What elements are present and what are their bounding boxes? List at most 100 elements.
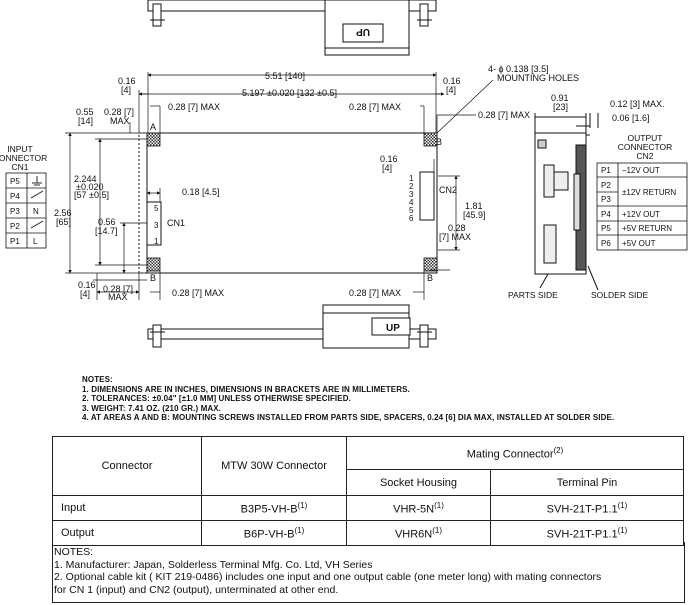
svg-text:–12V OUT: –12V OUT [622, 166, 660, 175]
input-connector-table [5, 172, 47, 249]
solder-side-label: SOLDER SIDE [591, 290, 648, 300]
output-connector-pins: P1 P2 P3 P4 P5 P6 –12V OUT ±12V RETURN +… [601, 166, 676, 248]
svg-text:MOUNTING HOLES: MOUNTING HOLES [497, 73, 579, 83]
svg-text:[7] MAX: [7] MAX [439, 232, 471, 242]
side-dim-texts: 0.91 [23] 0.12 [3] MAX. 0.06 [1.6] [551, 93, 665, 123]
svg-text:0.16: 0.16 [443, 76, 461, 86]
input-connector-pins: P5 P4 P3 P2 P1 N L [10, 177, 39, 246]
svg-text:0.06 [1.6]: 0.06 [1.6] [612, 113, 650, 123]
input-connector-title: INPUT CONNECTOR CN1 [0, 144, 47, 172]
header-mating: Mating Connector(2) [346, 436, 684, 470]
ground-icon [32, 176, 42, 186]
output-connector-title: OUTPUT CONNECTOR CN2 [618, 133, 673, 161]
svg-text:2.244: 2.244 [74, 174, 97, 184]
table-note-item: 1. Manufacturer: Japan, Solderless Termi… [54, 558, 373, 571]
svg-text:0.28 [7] MAX: 0.28 [7] MAX [349, 288, 401, 298]
table-note-item: for CN 1 (input) and CN2 (output), unter… [54, 583, 339, 596]
svg-text:CONNECTOR: CONNECTOR [618, 142, 673, 152]
area-b-label: B [150, 273, 156, 283]
svg-text:[14]: [14] [78, 116, 93, 126]
header-mtw: MTW 30W Connector [201, 436, 347, 496]
svg-text:[23]: [23] [553, 102, 568, 112]
parts-side-label: PARTS SIDE [508, 290, 558, 300]
header-connector: Connector [52, 436, 202, 496]
bottom-up-label: UP [386, 323, 400, 334]
svg-text:[4]: [4] [382, 163, 392, 173]
cn1-label: CN1 [167, 218, 185, 228]
svg-text:0.28 [7] MAX: 0.28 [7] MAX [349, 102, 401, 112]
area-b-label: B [436, 137, 442, 147]
svg-text:P3: P3 [10, 207, 20, 216]
svg-text:0.28: 0.28 [448, 223, 466, 233]
svg-text:0.16: 0.16 [380, 154, 398, 164]
svg-text:MAX: MAX [108, 292, 128, 302]
svg-text:0.91: 0.91 [551, 93, 569, 103]
svg-text:P5: P5 [601, 224, 611, 233]
svg-text:4- ϕ 0.138 [3.5]: 4- ϕ 0.138 [3.5] [488, 64, 549, 74]
svg-text:0.28 [7]: 0.28 [7] [104, 107, 134, 117]
svg-text:2.56: 2.56 [54, 208, 72, 218]
mechanical-drawing: UP UP A B B B 5 3 1 CN1 1 2 3 4 5 [0, 0, 688, 349]
note-item: 4. AT AREAS A AND B: MOUNTING SCREWS INS… [82, 413, 615, 423]
svg-text:5.51 [140]: 5.51 [140] [265, 71, 305, 81]
svg-text:0.28 [7] MAX: 0.28 [7] MAX [168, 102, 220, 112]
svg-text:0.18 [4.5]: 0.18 [4.5] [182, 187, 220, 197]
cn1-connector [146, 201, 162, 246]
svg-text:2: 2 [409, 182, 414, 191]
svg-text:CN1: CN1 [11, 162, 28, 172]
svg-text:4: 4 [409, 198, 414, 207]
svg-text:[14.7]: [14.7] [95, 226, 118, 236]
svg-text:L: L [33, 237, 38, 246]
svg-text:±12V RETURN: ±12V RETURN [622, 188, 676, 197]
mating-connector-table: Connector MTW 30W Connector Mating Conne… [52, 436, 684, 546]
cn1-pin-3: 3 [154, 221, 159, 230]
table-row: Output B6P-VH-B(1) VHR6N(1) SVH-21T-P1.1… [52, 520, 684, 546]
svg-text:[57 ±0.5]: [57 ±0.5] [74, 190, 109, 200]
svg-text:6: 6 [409, 214, 414, 223]
output-connector-table [596, 162, 688, 251]
svg-text:[4]: [4] [80, 289, 90, 299]
svg-text:CONNECTOR: CONNECTOR [0, 153, 47, 163]
svg-text:0.28 [7] MAX: 0.28 [7] MAX [172, 288, 224, 298]
svg-text:5: 5 [409, 206, 414, 215]
area-a-label: A [150, 122, 156, 132]
svg-text:P6: P6 [601, 239, 611, 248]
svg-text:0.56: 0.56 [98, 217, 116, 227]
side-view [534, 113, 599, 291]
svg-text:0.16: 0.16 [118, 76, 136, 86]
table-note-item: 2. Optional cable kit ( KIT 219-0486) in… [54, 571, 602, 583]
svg-text:P2: P2 [601, 181, 611, 190]
svg-text:P3: P3 [601, 195, 611, 204]
svg-text:P1: P1 [601, 166, 611, 175]
note-item: 2. TOLERANCES: ±0.04" [±1.0 MM] UNLESS O… [82, 394, 351, 404]
svg-text:0.28 [7]: 0.28 [7] [103, 284, 133, 294]
header-socket: Socket Housing [346, 469, 491, 496]
top-up-label: UP [356, 26, 370, 37]
area-a-pad [146, 132, 161, 147]
svg-text:CN2: CN2 [636, 151, 653, 161]
cn2-label: CN2 [439, 185, 457, 195]
svg-text:±0.020: ±0.020 [76, 182, 103, 192]
area-b-pad [423, 132, 438, 147]
svg-text:[65]: [65] [56, 217, 71, 227]
svg-text:5.197 ±0.020 [132 ±0.5]: 5.197 ±0.020 [132 ±0.5] [242, 88, 337, 98]
note-item: 1. DIMENSIONS ARE IN INCHES, DIMENSIONS … [82, 384, 410, 394]
svg-text:MAX: MAX [110, 116, 130, 126]
svg-text:3: 3 [409, 190, 414, 199]
svg-text:P5: P5 [10, 177, 20, 186]
svg-text:0.16: 0.16 [78, 280, 96, 290]
svg-text:1: 1 [409, 174, 414, 183]
bottom-edge-view [147, 304, 437, 349]
svg-text:OUTPUT: OUTPUT [628, 133, 663, 143]
area-b-pad [146, 257, 161, 272]
notes-title: NOTES: [82, 375, 113, 384]
dimension-texts: 5.51 [140] 5.197 ±0.020 [132 ±0.5] 0.16 … [54, 64, 579, 302]
svg-text:+5V OUT: +5V OUT [622, 239, 656, 248]
dimension-lines [65, 72, 494, 300]
svg-text:0.55: 0.55 [76, 107, 94, 117]
drawing-notes: NOTES: 1. DIMENSIONS ARE IN INCHES, DIME… [82, 375, 614, 423]
svg-text:+12V OUT: +12V OUT [622, 210, 660, 219]
svg-text:0.12 [3] MAX.: 0.12 [3] MAX. [610, 99, 665, 109]
svg-text:P4: P4 [10, 192, 20, 201]
svg-text:[4]: [4] [121, 85, 131, 95]
